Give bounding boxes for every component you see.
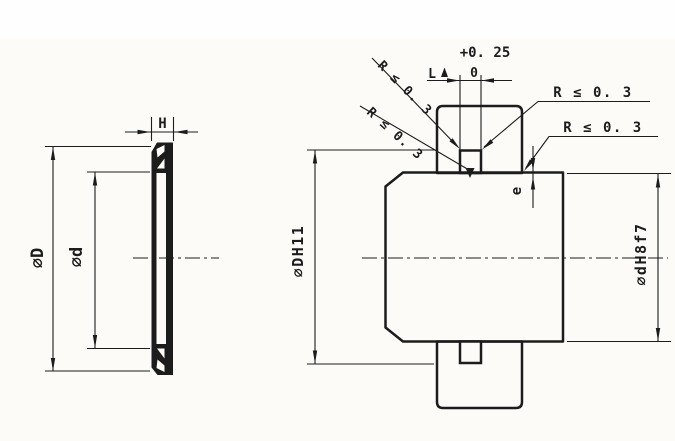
leader-arrow-icon xyxy=(482,139,494,150)
right-view-groove-section: L 0 +0. 25 ∅DH11 ∅dH8f7 e xyxy=(289,45,671,410)
clearance-label: e xyxy=(509,187,525,195)
leader-arrow-icon xyxy=(449,138,460,149)
dim-outer-diameter: ∅D xyxy=(28,145,151,372)
bore-label: ∅DH11 xyxy=(289,225,307,278)
rod-block xyxy=(384,171,565,343)
dim-arrow-icon xyxy=(312,350,318,364)
dim-arrow-icon xyxy=(50,147,56,160)
radius-note-d: R ≤ 0. 3 xyxy=(524,120,658,171)
dim-arrow-icon xyxy=(530,177,536,190)
tolerance-upper: +0. 25 xyxy=(460,45,511,61)
seal-outer-wall xyxy=(166,142,173,375)
radius-note-c-label: R ≤ 0. 3 xyxy=(553,85,632,101)
dim-arrow-icon xyxy=(481,78,494,83)
outer-diameter-label: ∅D xyxy=(28,248,48,268)
radius-note-a-label: R ≤ 0. 3 xyxy=(374,58,435,119)
leader-arrow-icon xyxy=(524,159,534,171)
rod-label: ∅dH8f7 xyxy=(632,222,650,285)
dim-arrow-icon xyxy=(655,328,661,341)
tolerance-lower: 0 xyxy=(470,66,478,81)
radius-note-b-label: R ≤ 0. 3 xyxy=(363,105,426,163)
dim-arrowhead-icon xyxy=(441,67,448,77)
seal-profile xyxy=(151,142,173,375)
radius-note-d-label: R ≤ 0. 3 xyxy=(563,120,642,136)
seal-bottom-notch xyxy=(156,359,165,372)
left-view-seal-section: H ∅D ∅d xyxy=(28,116,219,375)
upper-housing-block xyxy=(435,104,524,175)
dim-arrow-icon xyxy=(312,150,318,164)
dim-bore-DH11: ∅DH11 xyxy=(289,149,436,365)
dim-arrow-icon xyxy=(50,358,56,371)
dim-arrow-icon xyxy=(92,172,98,186)
dim-groove-width-L: L 0 +0. 25 xyxy=(427,45,512,150)
dim-inner-diameter: ∅d xyxy=(67,171,150,350)
dim-arrow-icon xyxy=(92,335,98,348)
scan-light-band xyxy=(0,0,675,38)
dim-H: H xyxy=(125,116,198,141)
seal-top-notch-2 xyxy=(157,158,165,169)
h-label: H xyxy=(158,116,166,132)
radius-note-b: R ≤ 0. 3 xyxy=(359,105,475,178)
dim-rod-dH8f7: ∅dH8f7 xyxy=(567,172,671,343)
seal-bottom-notch-2 xyxy=(157,348,165,359)
dim-arrow-icon xyxy=(174,129,188,135)
lower-housing-block xyxy=(435,340,524,410)
leader-arrow-icon xyxy=(465,168,475,178)
radius-note-c: R ≤ 0. 3 xyxy=(482,85,650,150)
dim-arrow-icon xyxy=(137,129,151,135)
inner-diameter-label: ∅d xyxy=(67,247,87,267)
dim-arrow-icon xyxy=(655,174,661,188)
seal-top-notch xyxy=(156,145,165,158)
dim-arrow-icon xyxy=(447,78,460,83)
lower-groove xyxy=(458,340,483,365)
groove-width-label: L xyxy=(428,67,436,82)
